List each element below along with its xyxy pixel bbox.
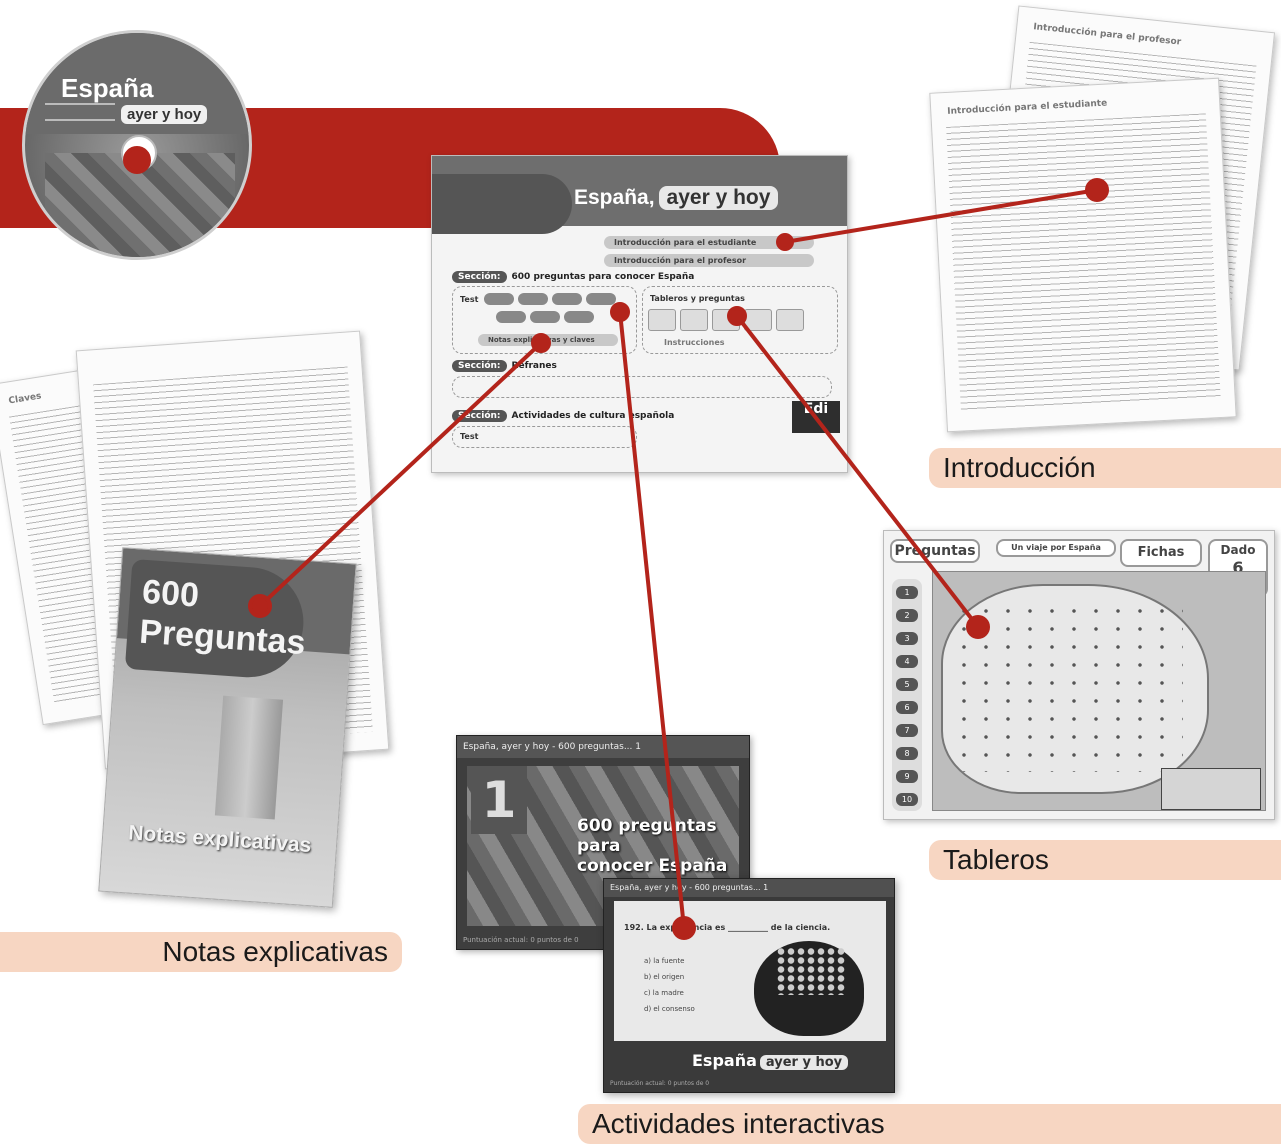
intro-estudiante-button[interactable]: Introducción para el estudiante xyxy=(604,236,814,249)
activity-2-score: Puntuación actual: 0 puntos de 0 xyxy=(610,1080,710,1087)
question-8[interactable]: 8 xyxy=(896,747,918,760)
dado-label: Dado xyxy=(1220,543,1256,557)
tableros-thumbs xyxy=(648,309,828,333)
tablero-thumb-2[interactable] xyxy=(680,309,708,331)
map-route-dots xyxy=(953,602,1183,772)
claves-title: Claves xyxy=(7,391,43,407)
edinumen-logo: Edi xyxy=(792,401,840,433)
activity-1-titlebar: España, ayer y hoy - 600 preguntas... 1 xyxy=(457,736,749,758)
app-title-box: ayer y hoy xyxy=(658,186,779,210)
question-3[interactable]: 3 xyxy=(896,632,918,645)
intro-estudiante-doc: Introducción para el estudiante xyxy=(929,77,1237,433)
activity-1-title-line-1: 600 preguntas para xyxy=(577,816,717,856)
section-1-tag: Sección: xyxy=(452,271,507,283)
activity-2-logo-box: ayer y hoy xyxy=(759,1055,849,1070)
section-3-heading: Sección: Actividades de cultura española xyxy=(452,410,674,422)
test-4-button[interactable] xyxy=(586,293,616,305)
app-header-curve xyxy=(432,174,572,234)
section-2-title: Refranes xyxy=(511,361,557,371)
question-4[interactable]: 4 xyxy=(896,655,918,668)
test-3-button[interactable] xyxy=(552,293,582,305)
test-label-3: Test xyxy=(460,432,479,441)
question-2[interactable]: 2 xyxy=(896,609,918,622)
book-subtitle: Notas explicativas xyxy=(127,821,313,858)
label-tableros: Tableros xyxy=(929,840,1281,880)
question-7[interactable]: 7 xyxy=(896,724,918,737)
activity-1-number: 1 xyxy=(471,766,527,834)
brain-bubbles xyxy=(776,947,846,995)
activity-1-title-line-2: conocer España xyxy=(577,856,728,876)
section-2-heading: Sección: Refranes xyxy=(452,360,557,372)
label-introduccion: Introducción xyxy=(929,448,1281,488)
activity-2-body: 192. La experiencia es __________ de la … xyxy=(614,901,886,1041)
option-d[interactable]: d) el consenso xyxy=(644,1005,695,1013)
label-notas: Notas explicativas xyxy=(0,932,402,972)
intro-profesor-button[interactable]: Introducción para el profesor xyxy=(604,254,814,267)
label-actividades: Actividades interactivas xyxy=(578,1104,1281,1144)
spain-map xyxy=(932,571,1266,811)
section-1-title: 600 preguntas para conocer España xyxy=(511,272,695,282)
intro-estudiante-title: Introducción para el estudiante xyxy=(947,98,1108,117)
section-3-title: Actividades de cultura española xyxy=(511,411,675,421)
book-building-image xyxy=(214,695,284,820)
question-10[interactable]: 10 xyxy=(896,793,918,806)
cd-brand: España xyxy=(61,73,154,103)
activity-1-score: Puntuación actual: 0 puntos de 0 xyxy=(463,936,579,944)
app-title: España,ayer y hoy xyxy=(574,186,779,210)
section-2-tag: Sección: xyxy=(452,360,507,372)
actividades-group xyxy=(452,426,637,448)
activity-2-question: 192. La experiencia es __________ de la … xyxy=(624,923,831,932)
viaje-tab[interactable]: Un viaje por España xyxy=(996,539,1116,557)
notas-claves-button[interactable]: Notas explicativas y claves xyxy=(478,334,618,346)
question-5[interactable]: 5 xyxy=(896,678,918,691)
question-6[interactable]: 6 xyxy=(896,701,918,714)
tableros-label: Tableros y preguntas xyxy=(650,294,745,303)
fichas-header: Fichas xyxy=(1120,539,1202,567)
instrucciones-link[interactable]: Instrucciones xyxy=(664,338,725,347)
activity-2-logo-text: España xyxy=(692,1051,757,1070)
activity-2-titlebar: España, ayer y hoy - 600 preguntas... 1 xyxy=(604,879,894,897)
preguntas-header: Preguntas xyxy=(890,539,980,563)
option-a[interactable]: a) la fuente xyxy=(644,957,685,965)
option-c[interactable]: c) la madre xyxy=(644,989,684,997)
test-6-button[interactable] xyxy=(496,311,526,323)
section-1-heading: Sección: 600 preguntas para conocer Españ… xyxy=(452,271,694,283)
app-main-menu: España,ayer y hoy Introducción para el e… xyxy=(431,155,848,473)
app-title-prefix: España, xyxy=(574,186,655,209)
refranes-group xyxy=(452,376,832,398)
test-8-button[interactable] xyxy=(564,311,594,323)
cd-author-lines xyxy=(45,103,115,121)
cd-disc: España ayer y hoy xyxy=(22,30,252,260)
test-1-button[interactable] xyxy=(484,293,514,305)
question-9[interactable]: 9 xyxy=(896,770,918,783)
tablero-thumb-3[interactable] xyxy=(712,309,740,331)
test-7-button[interactable] xyxy=(530,311,560,323)
cd-subtitle: ayer y hoy xyxy=(121,105,208,124)
section-3-tag: Sección: xyxy=(452,410,507,422)
tablero-screen: Preguntas Un viaje por España Fichas Dad… xyxy=(883,530,1275,820)
tablero-thumb-1[interactable] xyxy=(648,309,676,331)
question-1[interactable]: 1 xyxy=(896,586,918,599)
dado-value: 6 xyxy=(1232,558,1244,577)
test-2-button[interactable] xyxy=(518,293,548,305)
tablero-thumb-4[interactable] xyxy=(744,309,772,331)
canarias-inset xyxy=(1161,768,1261,810)
option-b[interactable]: b) el origen xyxy=(644,973,685,981)
intro-estudiante-lines xyxy=(946,113,1221,413)
tablero-thumb-5[interactable] xyxy=(776,309,804,331)
test-label: Test xyxy=(460,295,479,304)
activity-screen-2: España, ayer y hoy - 600 preguntas... 1 … xyxy=(603,878,895,1093)
cd-hole xyxy=(121,135,157,171)
